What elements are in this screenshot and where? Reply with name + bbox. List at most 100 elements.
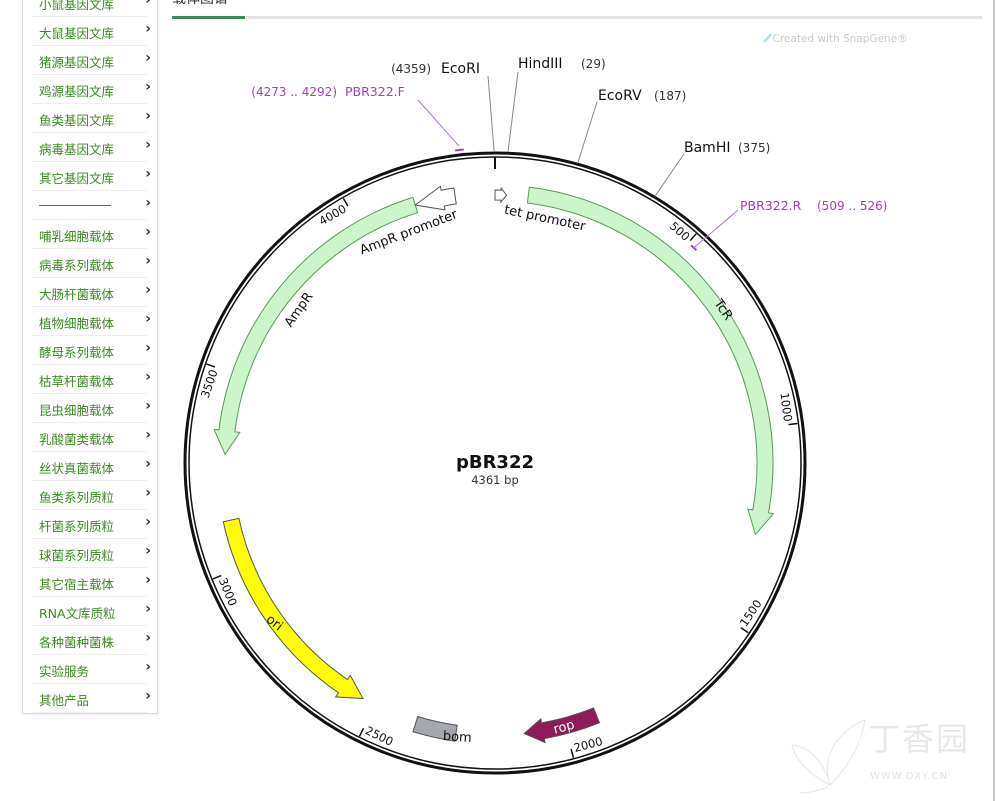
sidebar-item-label: 其它宿主载体 [39,577,115,592]
sidebar-separator [39,205,111,206]
sidebar-item[interactable]: 丝状真菌载体› [31,452,151,481]
sidebar-item[interactable]: 大鼠基因文库› [31,17,151,46]
site-leader-line [577,101,598,163]
site-name: EcoRV [598,88,642,104]
chevron-right-icon: › [145,514,151,530]
sidebar-item-label: 大肠杆菌载体 [39,287,115,302]
tick-mark [358,727,365,737]
sidebar-item[interactable]: 各种菌种菌株 › [31,626,151,655]
tab-vector-map[interactable]: 载体图谱 [172,0,228,8]
sidebar-item[interactable]: 鸡源基因文库› [31,75,151,104]
sidebar-item-label: 枯草杆菌载体 [39,374,115,389]
sidebar-item-label: 鱼类基因文库 [39,113,115,128]
chevron-right-icon: › [145,79,151,95]
snapgene-logo-icon: ⁄⁄ [766,33,770,45]
sidebar-item[interactable]: 乳酸菌类载体› [31,423,151,452]
sidebar-item[interactable]: 鱼类基因文库› [31,104,151,133]
chevron-right-icon: › [145,224,151,240]
sidebar-menu: 小鼠基因文库›大鼠基因文库›猪源基因文库›鸡源基因文库›鱼类基因文库›病毒基因文… [22,0,158,714]
watermark-url: WWW.DXY.CN [870,771,948,782]
sidebar-item[interactable]: › [31,191,151,220]
sidebar-item[interactable]: 杆菌系列质粒 › [31,510,151,539]
sidebar-item-label: 哺乳细胞载体 [39,229,115,244]
sidebar-item-label: RNA文库质粒 [39,606,116,621]
panel-border [993,0,995,801]
sidebar-item[interactable]: 其他产品› [31,684,151,713]
sidebar-item[interactable]: 病毒基因文库 › [31,133,151,162]
sidebar-item[interactable]: 酵母系列载体› [31,336,151,365]
chevron-right-icon: › [145,21,151,37]
site-leader-line [655,153,685,196]
sidebar-item-label: 其他产品 [39,693,90,708]
chevron-right-icon: › [145,340,151,356]
watermark-name: 丁香园 [868,720,971,758]
chevron-right-icon: › [145,601,151,617]
sidebar-item[interactable]: 猪源基因文库› [31,46,151,75]
sidebar-item-label: 其它基因文库 [39,171,115,186]
chevron-right-icon: › [145,456,151,472]
sidebar-item[interactable]: 大肠杆菌载体 › [31,278,151,307]
sidebar-item-label: 球菌系列质粒 [39,548,115,563]
primer-range: (509 .. 526) [817,199,887,213]
sidebar-item[interactable]: 其它基因文库› [31,162,151,191]
chevron-right-icon: › [145,282,151,298]
sidebar-item[interactable]: 其它宿主载体› [31,568,151,597]
site-name: EcoRI [441,61,480,77]
feature-tet-promoter [494,186,508,204]
primer-mark [455,148,464,152]
feature-ori [222,517,364,700]
sidebar-item-label: 鱼类系列质粒 [39,490,115,505]
feature-label: bom [442,729,472,746]
backbone-outer [183,151,807,775]
chevron-right-icon: › [145,50,151,66]
tick-mark [788,422,798,426]
primer-name: PBR322.R [740,198,802,213]
site-leader-line [487,75,495,152]
sidebar: 小鼠基因文库›大鼠基因文库›猪源基因文库›鸡源基因文库›鱼类基因文库›病毒基因文… [0,0,160,801]
tab-bar [172,16,982,19]
sidebar-item-label: 各种菌种菌株 [39,635,115,650]
plasmid-length: 4361 bp [471,473,519,487]
credit-text: Created with SnapGene® [772,33,908,45]
sidebar-item[interactable]: 球菌系列质粒 › [31,539,151,568]
feature-ampr-promoter [414,185,457,211]
chevron-right-icon: › [145,630,151,646]
site-position: (187) [654,89,686,103]
sidebar-item[interactable]: RNA文库质粒 › [31,597,151,626]
primer-leader-line [417,99,460,147]
sidebar-item[interactable]: 植物细胞载体› [31,307,151,336]
chevron-right-icon: › [145,0,151,8]
tick-mark [740,627,749,634]
sidebar-item[interactable]: 昆虫细胞载体› [31,394,151,423]
site-position: (4359) [391,62,431,76]
site-position: (29) [581,57,606,71]
sidebar-item-label: 杆菌系列质粒 [39,519,115,534]
sidebar-item[interactable]: 病毒系列载体› [31,249,151,278]
sidebar-item-label: 植物细胞载体 [39,316,115,331]
sidebar-item[interactable]: 实验服务› [31,655,151,684]
chevron-right-icon: › [145,427,151,443]
watermark: 丁香园 WWW.DXY.CN [790,715,990,795]
chevron-right-icon: › [145,485,151,501]
chevron-right-icon: › [145,137,151,153]
feature-tcr [526,186,775,536]
site-name: BamHI [684,140,730,156]
sidebar-item-label: 病毒基因文库 [39,142,115,157]
tick-mark [689,233,697,242]
plasmid-name: pBR322 [456,452,534,473]
chevron-right-icon: › [145,543,151,559]
sidebar-item[interactable]: 枯草杆菌载体› [31,365,151,394]
sidebar-item[interactable]: 鱼类系列质粒 › [31,481,151,510]
tick-label: 2000 [572,734,604,755]
chevron-right-icon: › [145,398,151,414]
feature-bom [412,715,458,742]
feature-ampr [213,196,419,456]
site-name: HindIII [518,56,563,72]
sidebar-item[interactable]: 哺乳细胞载体 › [31,220,151,249]
tab-active-indicator [172,16,245,19]
site-position: (375) [738,141,770,155]
sidebar-item[interactable]: 小鼠基因文库› [31,0,151,17]
tick-label: 3500 [198,368,221,400]
chevron-right-icon: › [145,195,151,211]
